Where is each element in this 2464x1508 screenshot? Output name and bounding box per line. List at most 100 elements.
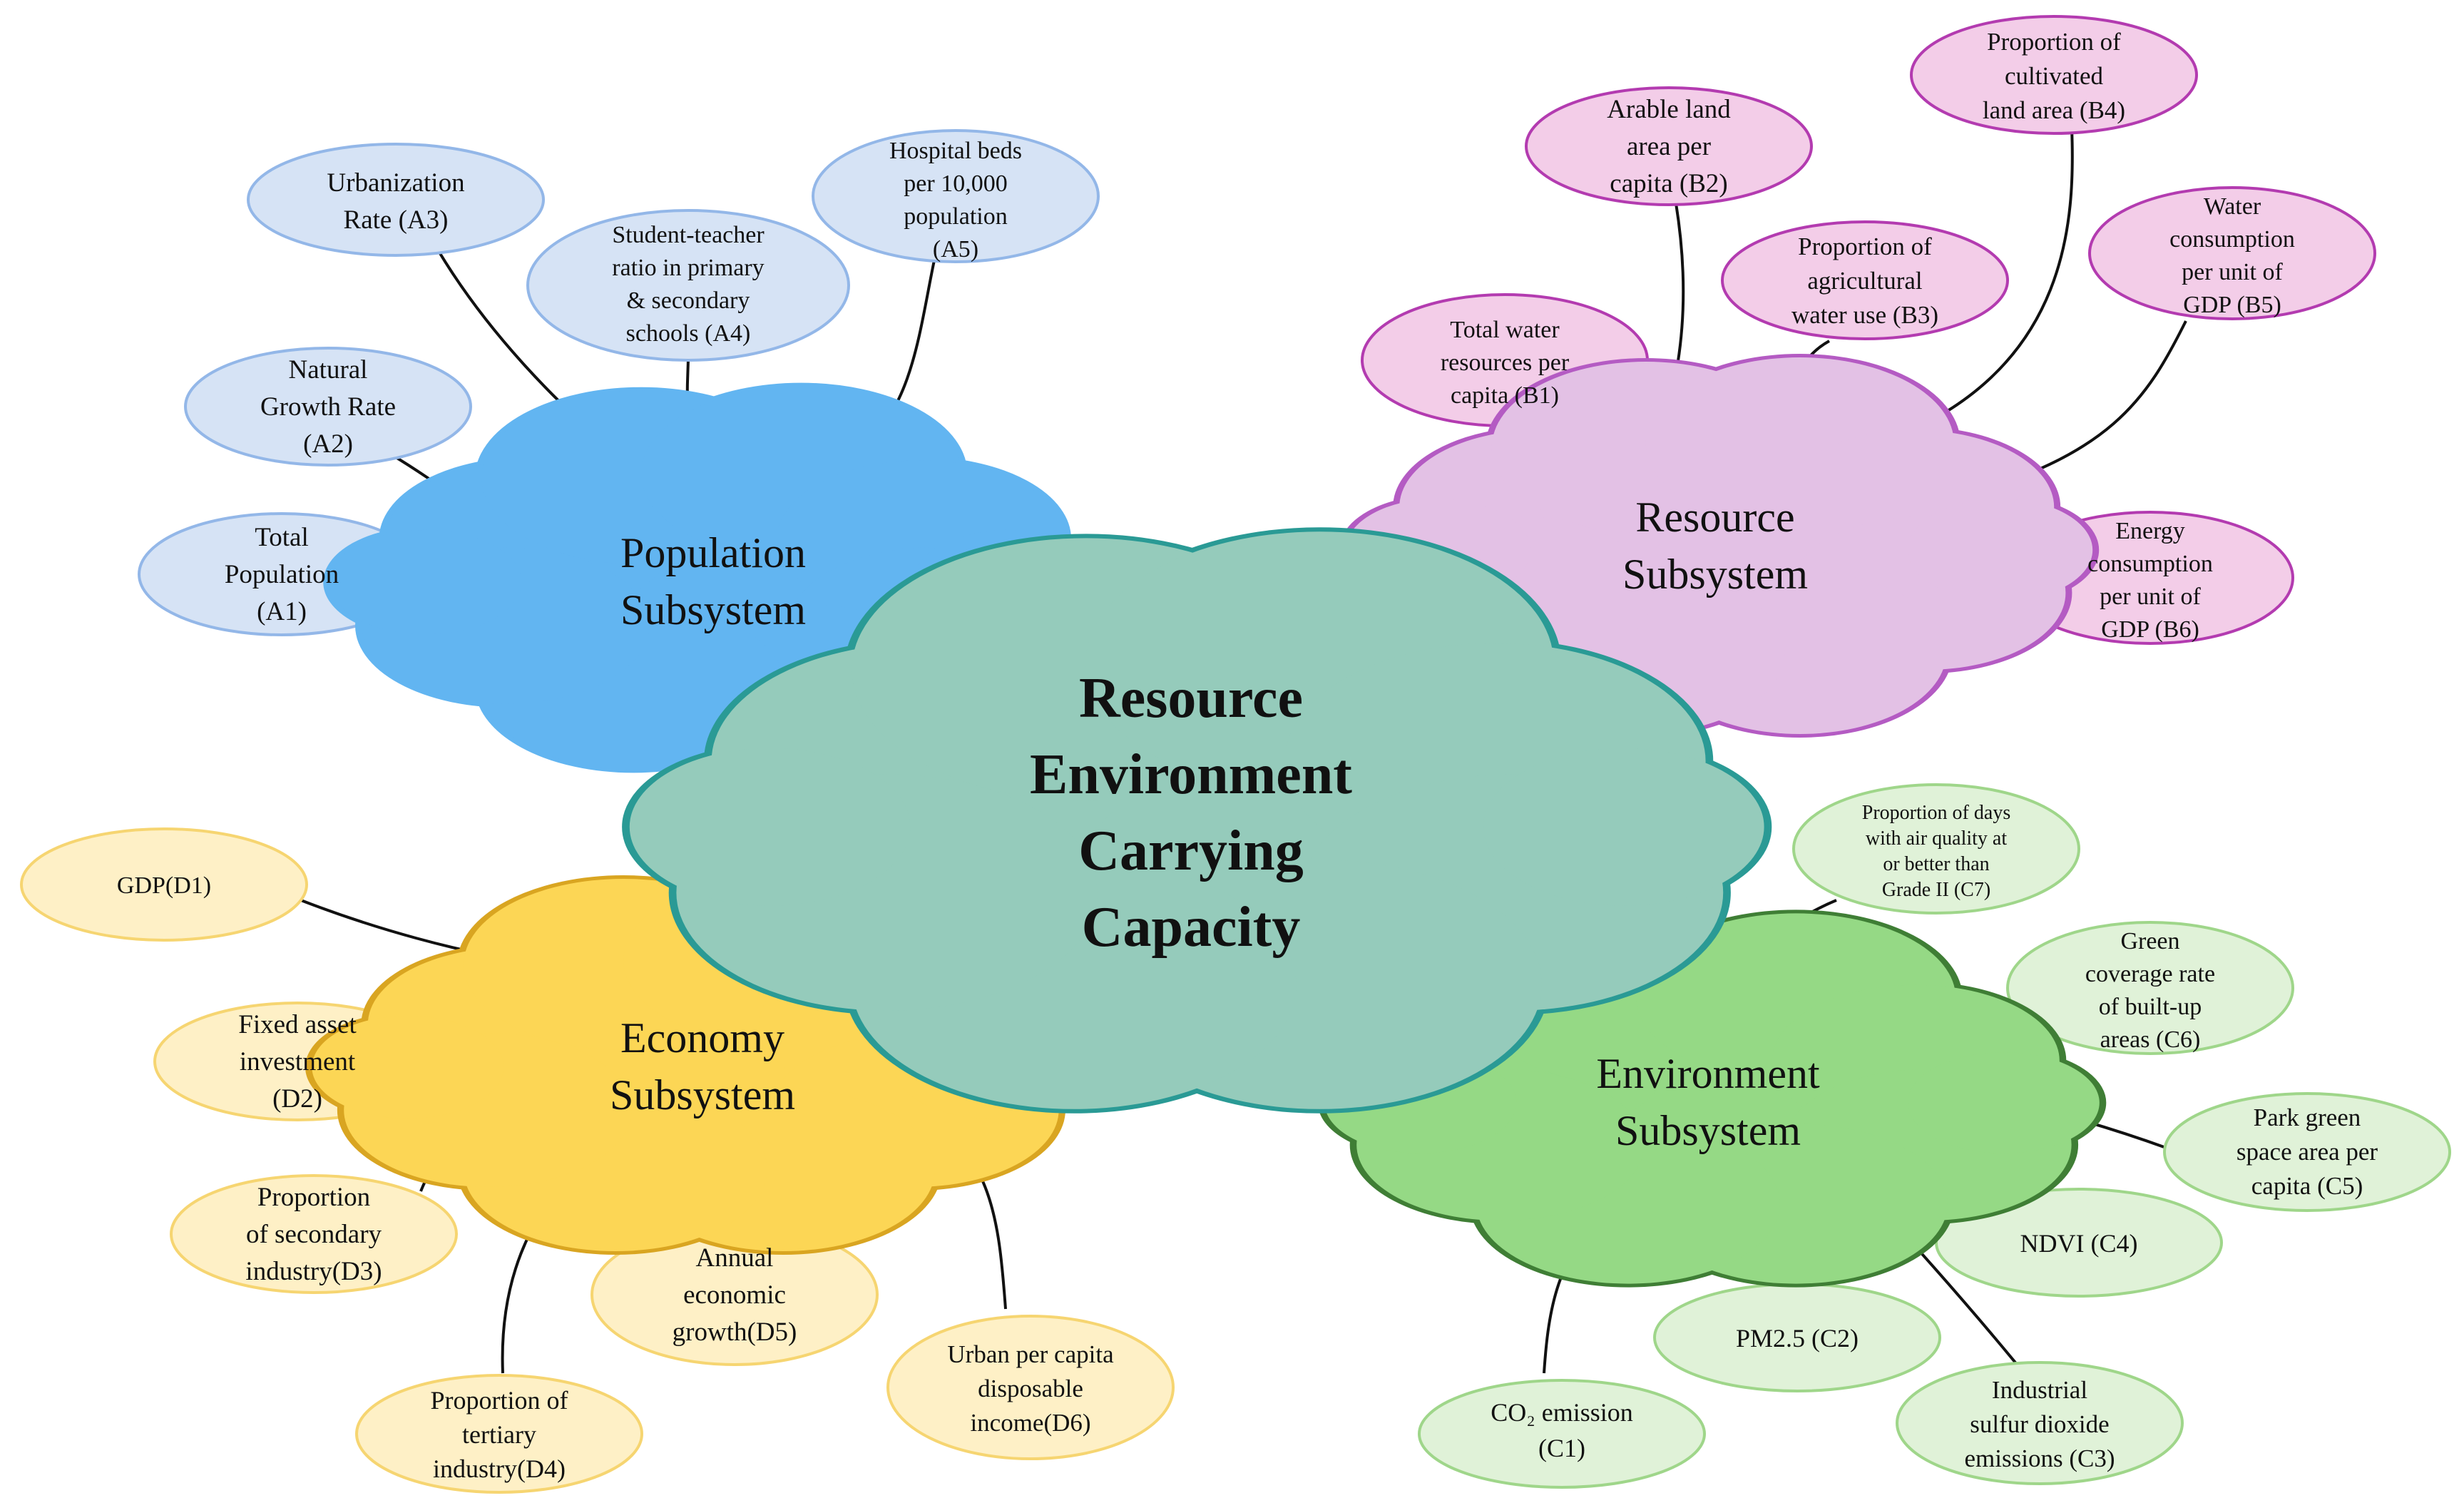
node-d4	[355, 1374, 643, 1494]
label-d6-line: disposable	[978, 1375, 1083, 1402]
label-c7-line: Grade II (C7)	[1882, 879, 1990, 901]
center-title-line: Capacity	[1082, 896, 1301, 959]
node-a2	[184, 347, 472, 467]
label-a4-line: Student-teacher	[612, 222, 765, 248]
label-c7-line: with air quality at	[1866, 827, 2008, 850]
label-c5-line: Park green	[2254, 1104, 2361, 1131]
label-d1-line: GDP(D1)	[117, 872, 211, 899]
label-b4-line: Proportion of	[1987, 28, 2121, 56]
label-a3-line: Rate (A3)	[344, 205, 449, 235]
node-b3	[1721, 220, 2009, 340]
label-b3-line: agricultural	[1807, 267, 1923, 295]
label-b6-line: consumption	[2087, 551, 2213, 577]
center-title-line: Resource	[1079, 667, 1303, 730]
label-b5-line: consumption	[2169, 226, 2295, 253]
label-d3-line: Proportion	[257, 1183, 370, 1212]
label-a5-line: population	[904, 203, 1007, 230]
label-a1-line: (A1)	[257, 597, 307, 626]
label-c6-line: areas (C6)	[2100, 1026, 2201, 1053]
label-b1-line: resources per	[1441, 350, 1570, 376]
resource-subsystem-label-line: Subsystem	[1622, 551, 1808, 598]
label-b2-line: Arable land	[1607, 95, 1731, 124]
label-b1-line: Total water	[1450, 317, 1560, 343]
node-d3	[170, 1174, 458, 1294]
label-d6: Urban per capita disposable income(D6)	[947, 1340, 1114, 1437]
label-c1-line: (C1)	[1538, 1434, 1585, 1462]
economy-subsystem-label-line: Economy	[620, 1014, 784, 1061]
node-a4	[526, 209, 850, 362]
label-c7-line: or better than	[1883, 853, 1989, 875]
label-c4: NDVI (C4)	[2020, 1229, 2138, 1258]
label-a5: Hospital beds per 10,000 population (A5)	[889, 138, 1022, 263]
label-a4-line: & secondary	[627, 287, 750, 314]
label-d2-line: (D2)	[272, 1084, 322, 1114]
label-a5-line: per 10,000	[904, 170, 1007, 197]
node-b4	[1910, 15, 2198, 135]
center-title-line: Carrying	[1078, 820, 1304, 882]
label-b5-line: GDP (B5)	[2183, 292, 2281, 318]
node-c5	[2163, 1092, 2451, 1212]
label-d4-line: Proportion of	[431, 1386, 568, 1415]
node-b2	[1525, 86, 1813, 206]
label-d6-line: Urban per capita	[947, 1340, 1114, 1368]
node-a5	[812, 129, 1100, 263]
label-b1-line: capita (B1)	[1451, 382, 1559, 409]
label-d4-line: tertiary	[462, 1420, 536, 1449]
label-a1-line: Population	[225, 560, 339, 589]
label-c2-line: PM2.5 (C2)	[1736, 1324, 1859, 1352]
label-c2: PM2.5 (C2)	[1736, 1324, 1859, 1352]
label-d5-line: Annual	[696, 1243, 774, 1273]
node-a3	[247, 143, 545, 257]
label-d3-line: of secondary	[246, 1220, 382, 1249]
node-c3	[1896, 1361, 2184, 1485]
label-d2-line: investment	[240, 1047, 356, 1076]
label-a4-line: schools (A4)	[626, 320, 751, 347]
label-a2-line: (A2)	[303, 429, 353, 459]
environment-subsystem-label-line: Environment	[1596, 1050, 1820, 1097]
resource-subsystem-label-line: Resource	[1635, 494, 1794, 541]
population-subsystem-label-line: Subsystem	[620, 586, 806, 633]
label-d6-line: income(D6)	[970, 1409, 1090, 1437]
label-b1: Total water resources per capita (B1)	[1441, 317, 1570, 409]
label-a3-line: Urbanization	[327, 168, 464, 198]
label-a4: Student-teacher ratio in primary & seconda…	[612, 222, 765, 347]
label-c5-line: capita (C5)	[2251, 1172, 2363, 1200]
label-d3: Proportion of secondary industry(D3)	[245, 1183, 382, 1286]
label-a5-line: (A5)	[933, 236, 978, 263]
label-c6-line: coverage rate	[2085, 961, 2215, 987]
label-b4-line: land area (B4)	[1983, 96, 2125, 124]
label-a4-line: ratio in primary	[612, 255, 764, 281]
node-b5	[2088, 186, 2376, 320]
label-d3-line: industry(D3)	[245, 1257, 382, 1286]
label-d5-line: economic	[683, 1280, 786, 1310]
label-c7-line: Proportion of days	[1862, 802, 2010, 824]
label-a1-line: Total	[255, 523, 309, 552]
label-c5-line: space area per	[2236, 1138, 2378, 1166]
node-d1	[20, 827, 308, 942]
node-c6	[2006, 921, 2294, 1055]
label-a5-line: Hospital beds	[889, 138, 1022, 164]
edge-resource-b4	[1900, 128, 2074, 437]
label-c3-line: emissions (C3)	[1965, 1445, 2115, 1472]
label-b3-line: water use (B3)	[1791, 301, 1938, 329]
node-d6	[886, 1315, 1175, 1460]
label-c6-line: Green	[2120, 928, 2179, 954]
label-b3-line: Proportion of	[1798, 233, 1932, 260]
economy-subsystem-label-line: Subsystem	[610, 1071, 795, 1119]
node-c1	[1418, 1379, 1706, 1489]
label-c7: Proportion of days with air quality at or …	[1862, 802, 2010, 901]
environment-subsystem-label-line: Subsystem	[1615, 1107, 1801, 1154]
label-c4-line: NDVI (C4)	[2020, 1229, 2138, 1258]
